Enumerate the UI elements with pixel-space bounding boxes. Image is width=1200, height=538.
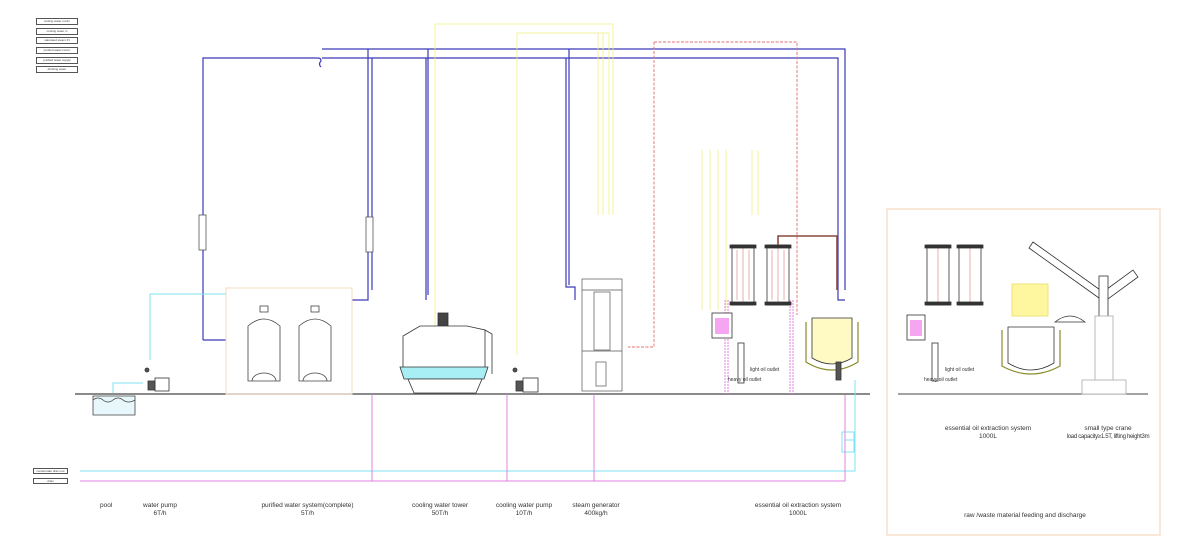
legend-item-cooling-water-return: cooling water return xyxy=(36,18,78,25)
label-side-caption: raw /waste material feeding and discharg… xyxy=(964,512,1086,519)
steam-generator xyxy=(581,278,623,392)
side-extraction-system xyxy=(906,244,1061,382)
yellow-pipes xyxy=(434,23,759,360)
steam-pipes xyxy=(628,41,798,348)
light-oil-outlet-label: light oil outlet xyxy=(750,367,780,373)
heavy-oil-outlet-label: heavy oil outlet xyxy=(728,377,762,383)
pool xyxy=(92,395,136,416)
drain-tag-drain: drain xyxy=(33,478,68,484)
extraction-system-main xyxy=(711,235,859,384)
side-heavy-oil-outlet-label: heavy oil outlet xyxy=(924,377,958,383)
legend-item-cooling-water-in: cooling water in xyxy=(36,27,78,35)
small-crane xyxy=(1028,241,1139,395)
side-light-oil-outlet-label: light oil outlet xyxy=(945,367,975,373)
cooling-water-pump xyxy=(512,367,539,393)
flow-tag-vertical xyxy=(365,216,374,253)
legend-item-purified-water-supply: purified water supply xyxy=(36,56,78,64)
purified-water-pipes xyxy=(80,293,856,472)
drain-tag-condensate: condensate drain out xyxy=(33,468,68,474)
pipe-legend: cooling water return cooling water in sa… xyxy=(36,18,78,76)
legend-item-saturated-steam: saturated steam IN xyxy=(36,37,78,45)
flow-tag-vertical xyxy=(198,214,207,251)
label-pool: pool xyxy=(100,502,113,509)
cooling-water-tower xyxy=(399,312,493,394)
legend-item-drinking-water: drinking water xyxy=(36,66,78,74)
purified-water-tanks xyxy=(247,305,332,382)
purified-water-system-frame xyxy=(225,287,353,395)
water-pump xyxy=(144,367,170,392)
drain-pipes xyxy=(80,300,846,482)
legend-item-purified-water-return: purified water return xyxy=(36,47,78,55)
label-purified-water-system: purified water system(complete)5T/h xyxy=(261,502,354,517)
side-panel-frame xyxy=(886,208,1161,536)
